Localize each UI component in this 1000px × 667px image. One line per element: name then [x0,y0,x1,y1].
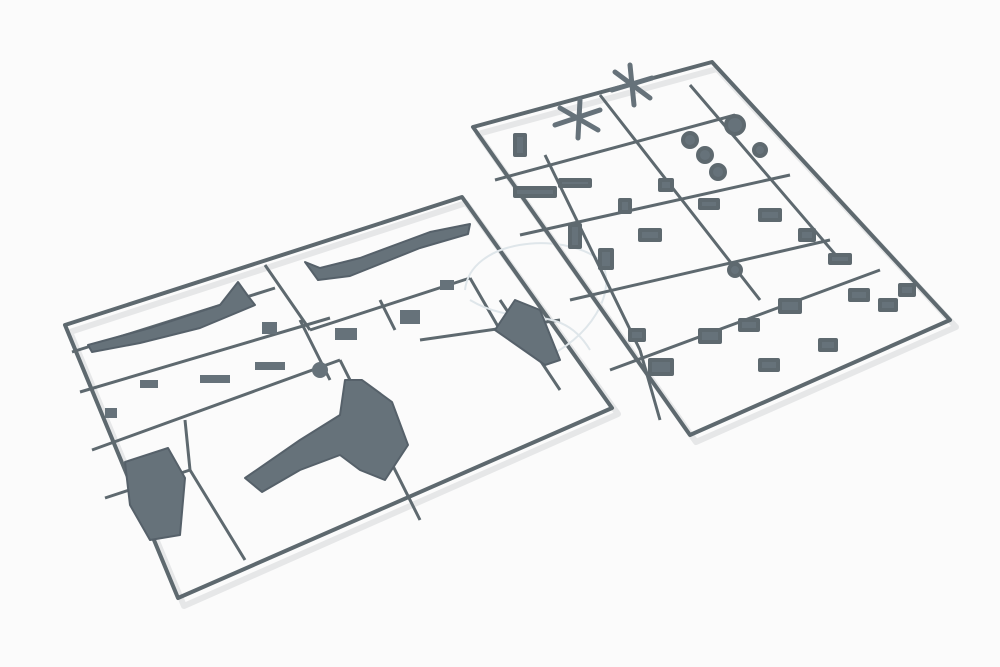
fuselage-half-right [304,223,471,281]
small-parts-right [513,114,916,376]
right-sprue [471,60,959,445]
left-sprue [63,195,621,609]
small-parts-left [105,280,454,418]
elevator-part [494,299,561,366]
lower-wing [244,379,409,493]
propeller-parts [552,62,655,141]
fuselage-half-left [87,281,256,353]
rudder-part [124,447,186,541]
